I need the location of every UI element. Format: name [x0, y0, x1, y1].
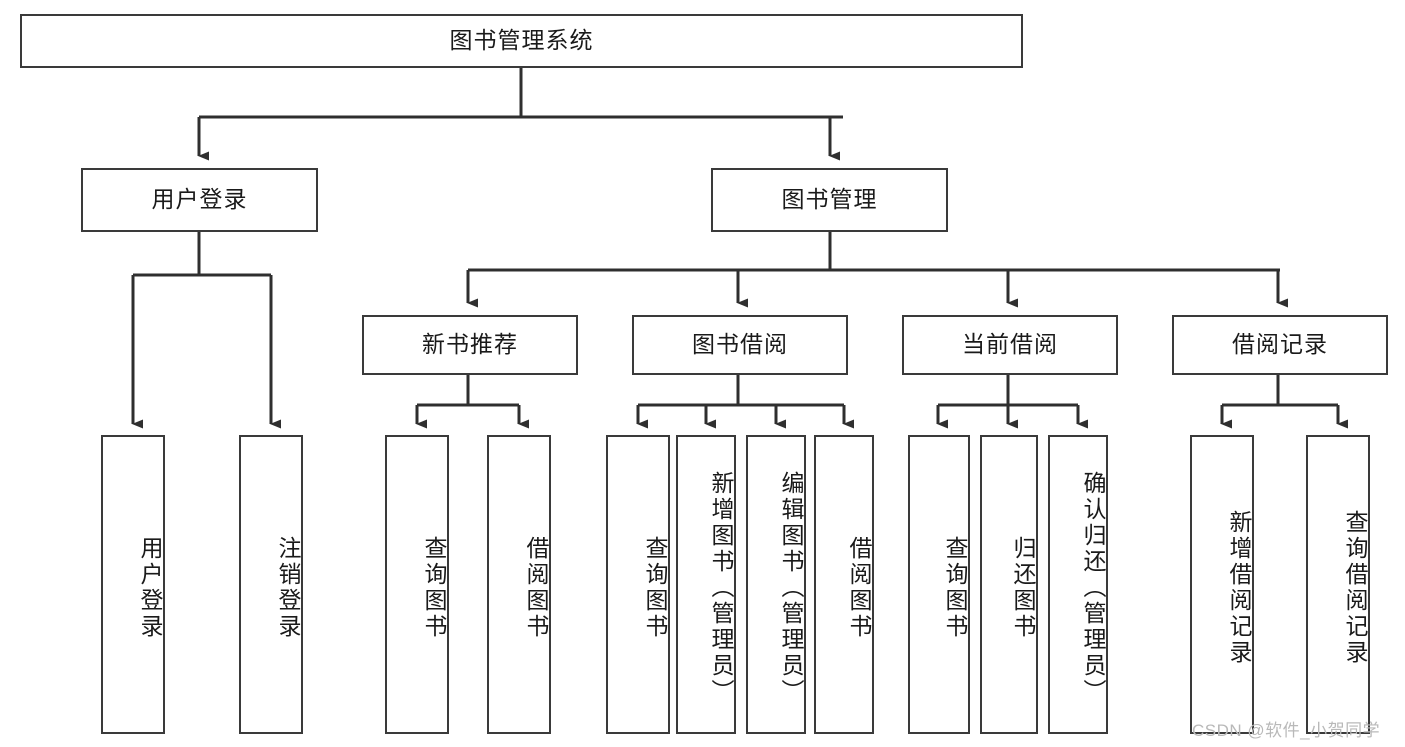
- node-label: 图书管理: [781, 186, 878, 213]
- node-label: 图书管理系统: [449, 27, 594, 54]
- node-new-book-recommend[interactable]: 新书推荐: [362, 315, 578, 375]
- node-book-management[interactable]: 图书管理: [711, 168, 948, 232]
- node-label: 用户登录: [151, 186, 248, 213]
- node-label: 查询图书: [642, 535, 668, 640]
- leaf-new-book-borrow-book[interactable]: 借阅图书: [487, 435, 551, 734]
- node-label: 借阅记录: [1232, 331, 1328, 358]
- leaf-user-login-logout[interactable]: 注销登录: [239, 435, 303, 734]
- leaf-user-login-login[interactable]: 用户登录: [101, 435, 165, 734]
- node-label: 新增图书（管理员）: [708, 470, 734, 705]
- node-label: 借阅图书: [846, 535, 872, 640]
- node-label: 查询借阅记录: [1342, 509, 1368, 666]
- leaf-current-borrow-return-book[interactable]: 归还图书: [980, 435, 1038, 734]
- node-label: 新增借阅记录: [1226, 509, 1252, 666]
- node-user-login[interactable]: 用户登录: [81, 168, 318, 232]
- node-current-borrow[interactable]: 当前借阅: [902, 315, 1118, 375]
- leaf-book-borrow-query-book[interactable]: 查询图书: [606, 435, 670, 734]
- leaf-borrow-record-query-record[interactable]: 查询借阅记录: [1306, 435, 1370, 734]
- node-label: 查询图书: [421, 535, 447, 640]
- leaf-book-borrow-borrow-book[interactable]: 借阅图书: [814, 435, 874, 734]
- node-label: 查询图书: [942, 535, 968, 640]
- leaf-new-book-query-book[interactable]: 查询图书: [385, 435, 449, 734]
- leaf-book-borrow-add-book-admin[interactable]: 新增图书（管理员）: [676, 435, 736, 734]
- leaf-borrow-record-add-record[interactable]: 新增借阅记录: [1190, 435, 1254, 734]
- node-borrow-record[interactable]: 借阅记录: [1172, 315, 1388, 375]
- leaf-book-borrow-edit-book-admin[interactable]: 编辑图书（管理员）: [746, 435, 806, 734]
- node-label: 归还图书: [1010, 535, 1036, 640]
- node-label: 当前借阅: [962, 331, 1058, 358]
- leaf-current-borrow-query-book[interactable]: 查询图书: [908, 435, 970, 734]
- leaf-current-borrow-confirm-return-admin[interactable]: 确认归还（管理员）: [1048, 435, 1108, 734]
- node-label: 用户登录: [137, 535, 163, 640]
- node-label: 确认归还（管理员）: [1080, 470, 1106, 705]
- node-label: 图书借阅: [692, 331, 788, 358]
- node-root-book-management-system[interactable]: 图书管理系统: [20, 14, 1023, 68]
- node-label: 借阅图书: [523, 535, 549, 640]
- node-label: 新书推荐: [422, 331, 518, 358]
- node-book-borrow[interactable]: 图书借阅: [632, 315, 848, 375]
- node-label: 编辑图书（管理员）: [778, 470, 804, 705]
- node-label: 注销登录: [275, 535, 301, 640]
- csdn-watermark: CSDN @软件_小贺同学: [1192, 721, 1381, 740]
